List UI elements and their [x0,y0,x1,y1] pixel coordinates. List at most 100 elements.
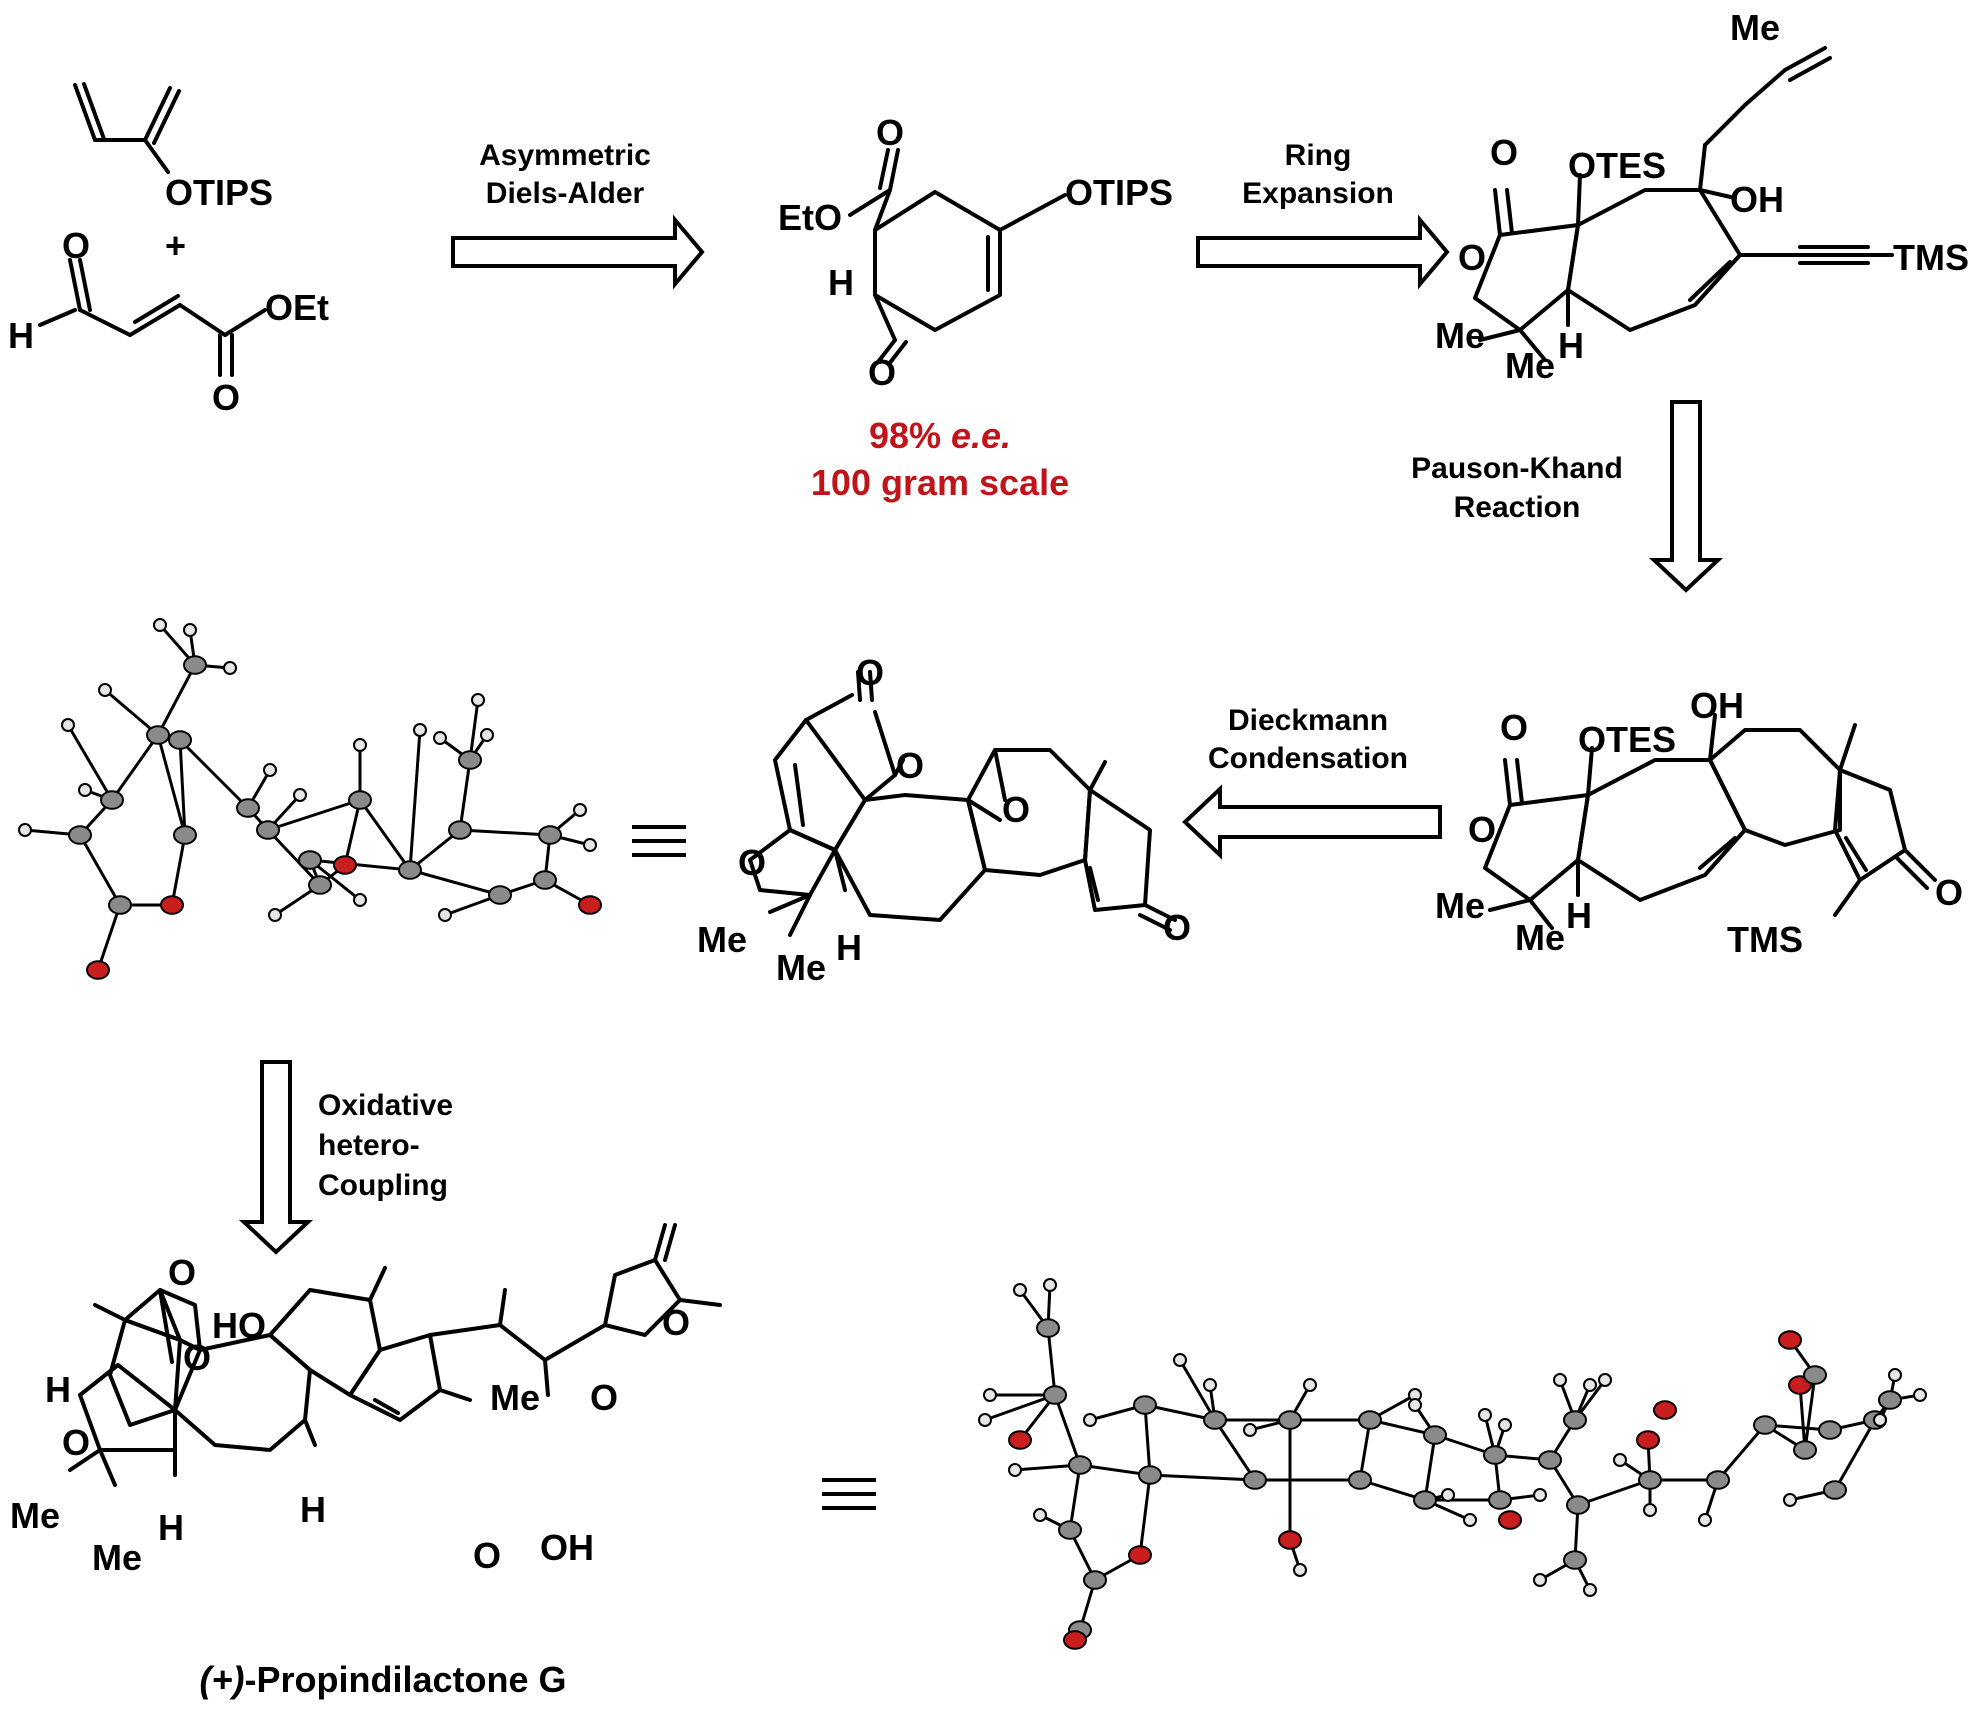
ortep-bond [1149,1473,1256,1482]
carbon-atom [1566,1495,1590,1515]
hydrogen-atom [1533,1573,1547,1587]
carbon-atom [1203,1410,1227,1430]
hydrogen-atom [413,723,427,737]
ortep-bond [178,738,250,810]
oxygen-atom [578,895,602,915]
pk-lactone-carbonyl-o: O [1500,707,1528,748]
carbon-atom [100,790,124,810]
oxygen-atom [333,855,357,875]
carbon-atom [1133,1395,1157,1415]
hydrogen-atom [1783,1493,1797,1507]
pk-me2: Me [1515,917,1565,958]
carbon-atom [1243,1470,1267,1490]
crystal-structure-2 [978,1278,1927,1650]
target-name-prefix: (+) [199,1659,244,1700]
hydrogen-atom [1008,1463,1022,1477]
target-name-main: -Propindilactone G [244,1659,566,1700]
hydrogen-atom [1243,1423,1257,1437]
target-ketone-o: O [473,1535,501,1576]
target-butenolide-carbonyl-o: O [662,1302,690,1343]
hydrogen-atom [1643,1503,1657,1517]
equivalence-sign-top [632,825,686,857]
carbon-atom [448,820,472,840]
dk-me1: Me [697,919,747,960]
hydrogen-atom [978,1413,992,1427]
step2-label-line1: Ring [1285,139,1352,172]
step3-label-line2: Reaction [1454,491,1581,524]
target-oh: OH [540,1527,594,1568]
dienophile-aldehyde-h: H [8,315,34,356]
pk-tms: TMS [1727,919,1803,960]
carbon-atom [168,730,192,750]
hydrogen-atom [1613,1453,1627,1467]
da-adduct-structure [848,148,1067,366]
da-eto-label: EtO [778,197,842,238]
pk-ring-o: O [1468,809,1496,850]
carbon-atom [68,825,92,845]
hydrogen-atom [471,693,485,707]
oxygen-atom [1653,1400,1677,1420]
carbon-atom [1348,1470,1372,1490]
hydrogen-atom [1441,1488,1455,1502]
carbon-atom [1818,1420,1842,1440]
da-otips-label: OTIPS [1065,172,1173,213]
enyne-h: H [1558,325,1584,366]
target-lactone-ring-o: O [183,1337,211,1378]
dk-h: H [836,927,862,968]
ortep-bond [1178,1359,1217,1421]
hydrogen-atom [1463,1513,1477,1527]
enyne-me1: Me [1435,315,1485,356]
ortep-bond [1053,1394,1082,1466]
ortep-bond [66,724,114,801]
step5-label-line1: Oxidative [318,1089,453,1122]
ortep-bond [459,828,551,837]
oxygen-atom [1778,1330,1802,1350]
enyne-me2: Me [1505,345,1555,386]
hydrogen-atom [293,788,307,802]
step4-arrow [1182,784,1442,860]
hydrogen-atom [1583,1583,1597,1597]
ee-note: 98% e.e. [869,415,1011,456]
hydrogen-atom [1873,1413,1887,1427]
carbon-atom [1563,1410,1587,1430]
carbon-atom [1538,1450,1562,1470]
hydrogen-atom [1553,1373,1567,1387]
oxygen-atom [1063,1630,1087,1650]
da-aldehyde-h: H [828,262,854,303]
ortep-bond [110,734,160,801]
hydrogen-atom [61,718,75,732]
ortep-bond [343,799,362,866]
hydrogen-atom [1598,1373,1612,1387]
carbon-atom [1793,1440,1817,1460]
oxygen-atom [1008,1430,1032,1450]
carbon-atom [1803,1365,1827,1385]
hydrogen-atom [1533,1488,1547,1502]
hydrogen-atom [433,731,447,745]
dk-furan-o: O [738,842,766,883]
hydrogen-atom [438,908,452,922]
dk-lactone-ring-o: O [896,745,924,786]
carbon-atom [1138,1465,1162,1485]
hydrogen-atom [1478,1408,1492,1422]
hydrogen-atom [1303,1378,1317,1392]
hydrogen-atom [983,1388,997,1402]
ortep-bond [458,759,472,831]
hydrogen-atom [1013,1283,1027,1297]
hydrogen-atom [268,908,282,922]
pk-product-structure [1483,713,1937,930]
step3-label-line1: Pauson-Khand [1411,452,1623,485]
carbon-atom [146,725,170,745]
hydrogen-atom [1083,1413,1097,1427]
diene-otips-label: OTIPS [165,172,273,213]
carbon-atom [1563,1550,1587,1570]
carbon-atom [1423,1425,1447,1445]
scale-note: 100 gram scale [811,462,1069,503]
enyne-lactone-carbonyl-o: O [1490,132,1518,173]
carbon-atom [1043,1385,1067,1405]
dienophile-ester-o: O [212,377,240,418]
hydrogen-atom [1888,1368,1902,1382]
step1-label-line1: Asymmetric [479,139,651,172]
ortep-bond [1423,1434,1437,1501]
carbon-atom [533,870,557,890]
